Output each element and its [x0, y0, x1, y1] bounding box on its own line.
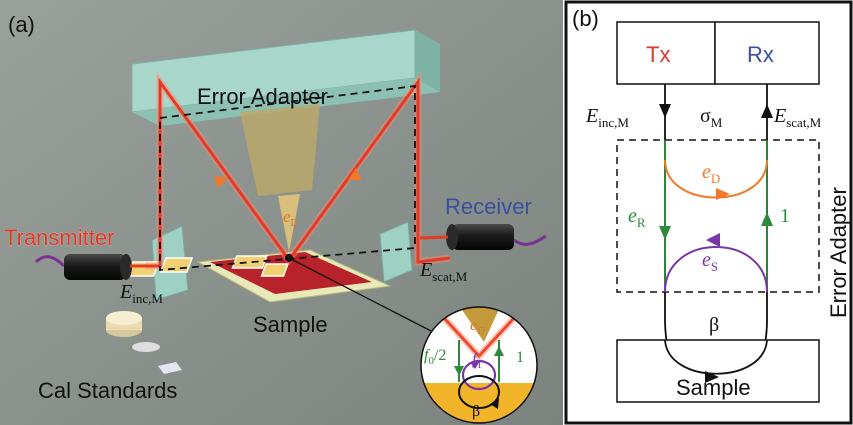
transmitter-horn	[34, 254, 158, 280]
error-adapter-label-b: Error Adapter	[826, 187, 851, 318]
error-adapter-label-a: Error Adapter	[197, 84, 328, 109]
one-arrow	[761, 212, 773, 226]
e-s-arc	[664, 246, 768, 293]
e-s-label: eS	[702, 249, 718, 274]
error-adapter-dashed-box	[159, 84, 416, 271]
sigma-m-label: σM	[700, 105, 723, 130]
e-r-label: eR	[628, 205, 646, 230]
error-adapter-dashed-box-b	[616, 139, 820, 293]
tx-label: Tx	[646, 42, 670, 67]
e-scat-m-label-a: Escat,M	[419, 259, 468, 284]
receiver-horn	[419, 224, 547, 250]
adapter-right-end	[415, 30, 440, 92]
probe-body	[240, 104, 320, 196]
e-d-arrow	[716, 188, 730, 200]
right-adapter-wedge	[379, 221, 413, 283]
e-inc-m-label-a: Einc,M	[119, 281, 163, 306]
panel-a-label: (a)	[8, 12, 35, 37]
panel-b: (b) Tx Rx Einc,M σM Escat,M eD	[564, 0, 853, 425]
inset-beta-label: β	[472, 403, 480, 420]
beta-label-b: β	[709, 314, 719, 336]
e-scat-m-label-b: Escat,M	[773, 105, 822, 130]
inset-one-label: 1	[516, 349, 524, 366]
e-inc-m-label-b: Einc,M	[585, 105, 629, 130]
panel-a: (a) Error Adapter Transmitter Receiver S…	[0, 0, 563, 425]
inset-f0-label: f0/2	[424, 347, 446, 367]
sample-loop-front	[664, 339, 768, 375]
e-d-label-b: eD	[702, 161, 720, 186]
transmitter-label: Transmitter	[4, 225, 114, 250]
rx-box	[714, 21, 820, 85]
tx-box	[616, 21, 716, 85]
inset-e-d-label: eD	[470, 317, 485, 337]
inset-f1-label: f1	[472, 351, 482, 371]
sample-loop-arrow	[705, 371, 719, 383]
adapter-top-underside	[132, 78, 440, 126]
rx-label: Rx	[747, 42, 774, 67]
sample-label-b: Sample	[676, 375, 751, 400]
cal-standards-label: Cal Standards	[38, 378, 177, 403]
incident-arrow	[659, 104, 671, 118]
receiver-label: Receiver	[445, 194, 532, 219]
panel-b-label: (b)	[572, 6, 599, 31]
beam-arrow-left	[214, 176, 228, 188]
cal-standards	[106, 311, 182, 374]
e-s-arrow	[706, 233, 720, 247]
e-r-arrow	[659, 226, 671, 240]
sample-label-a: Sample	[253, 312, 328, 337]
sample-box-b	[616, 339, 820, 403]
probe-tip	[278, 194, 300, 252]
one-label-b: 1	[780, 205, 790, 227]
e-d-label-a: eD	[283, 207, 299, 229]
scattered-arrow	[761, 104, 773, 118]
beam-arrow-right	[348, 168, 362, 180]
